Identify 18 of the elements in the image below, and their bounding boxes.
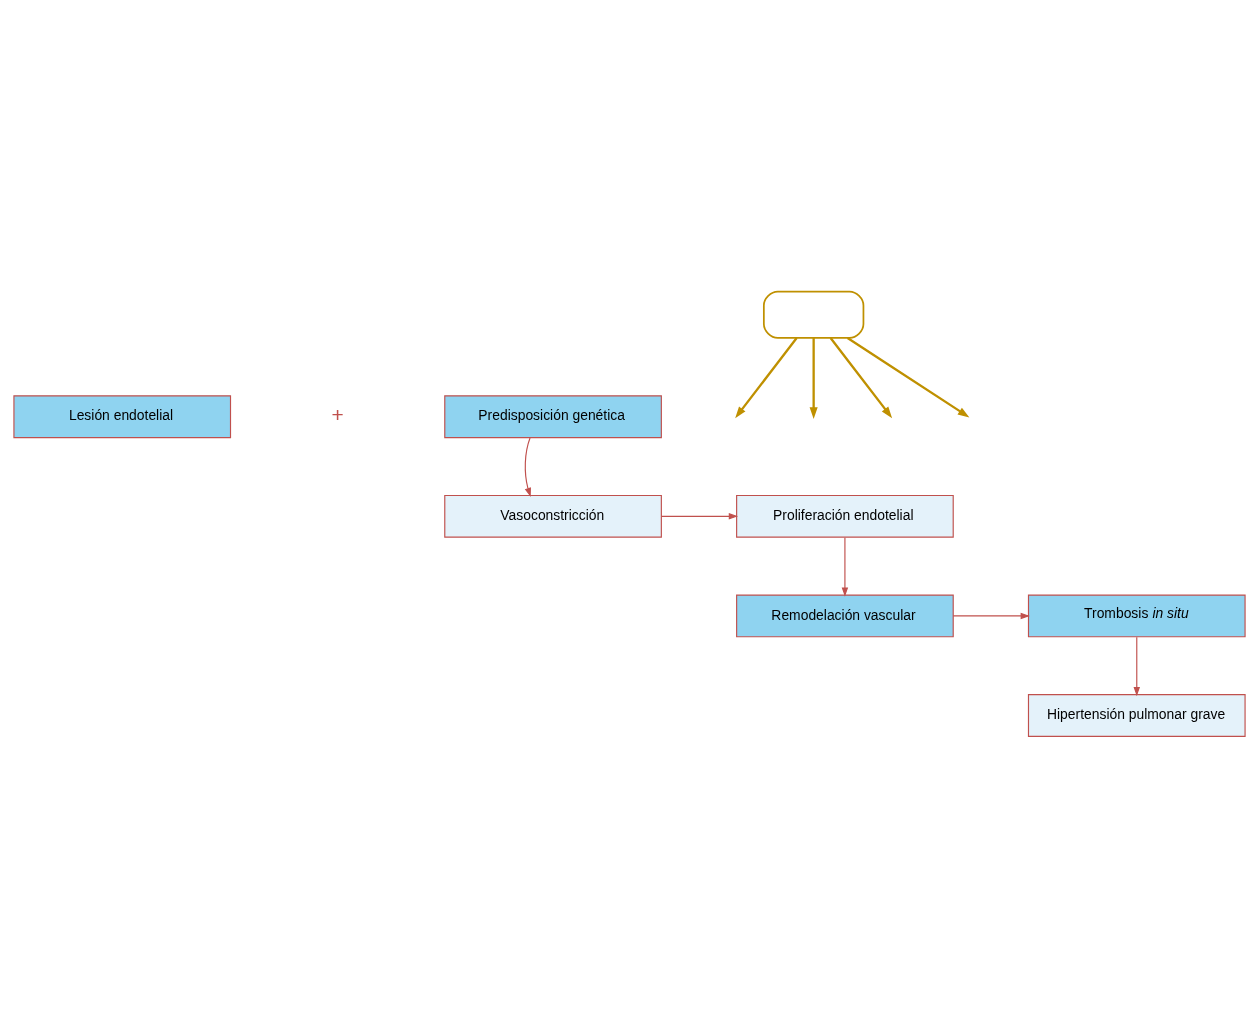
arrow [660,512,739,520]
arrow [735,336,798,418]
arrow [1133,636,1141,696]
arrow [809,337,818,419]
node-box: Vasoconstricción [444,494,662,538]
arrow [841,536,849,597]
arrow [952,612,1030,619]
node-box: Remodelación vascular [736,594,954,637]
node-box [763,290,865,339]
node-box: Lesión endotelial [13,394,232,438]
arrow [524,436,531,497]
node-box: Hipertensión pulmonar grave [1027,693,1246,737]
node-box: Proliferación endotelial [736,494,954,538]
arrow [846,336,970,417]
node-box: Predisposición genética [444,394,662,438]
arrow [829,336,893,418]
label: + [331,402,344,426]
node-box: Trombosis in situ [1027,594,1246,637]
